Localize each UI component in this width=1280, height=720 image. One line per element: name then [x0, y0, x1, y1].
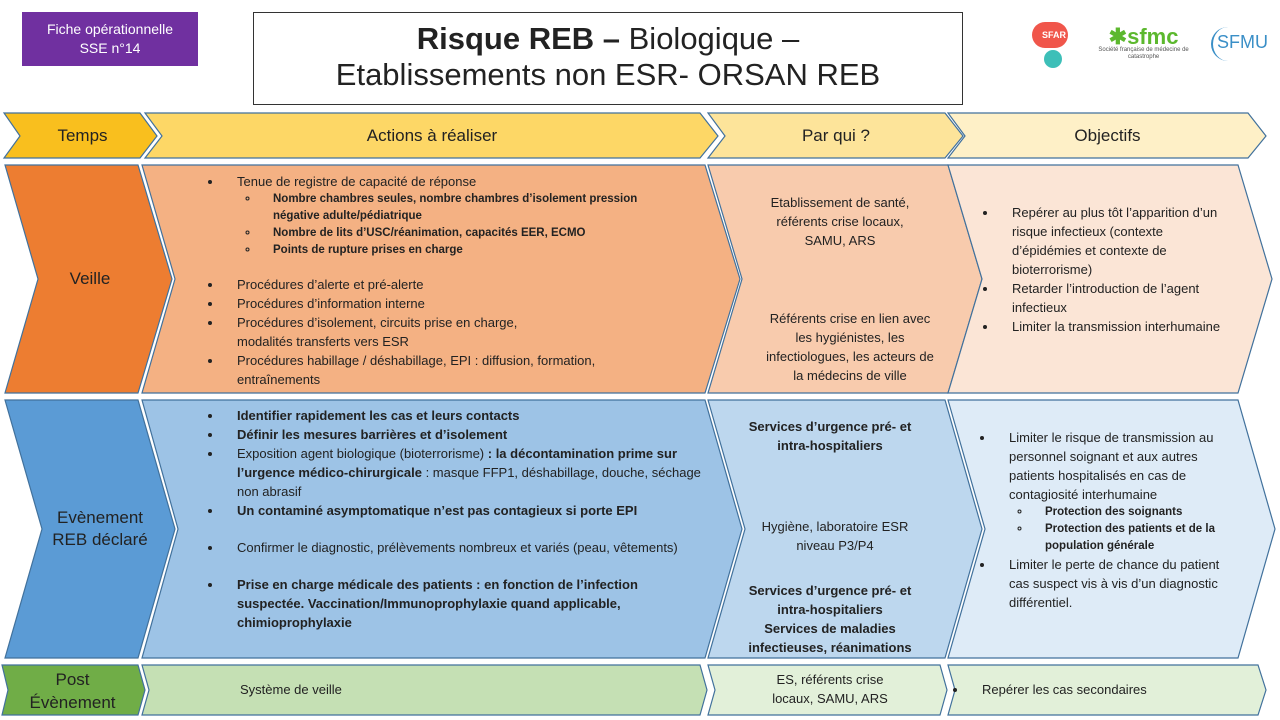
sfmu-logo: SFMU: [1211, 26, 1268, 61]
badge-line1: Fiche opérationnelle: [46, 21, 174, 37]
evenement-parqui-4: Services de maladies infectieuses, réani…: [748, 621, 912, 655]
header-temps: Temps: [57, 125, 108, 145]
evenement-subobjectif: Protection des soignants: [1031, 504, 1222, 521]
evenement-objectif: Limiter le perte de chance du patient ca…: [995, 555, 1222, 612]
veille-objectif: Repérer au plus tôt l’apparition d’un ri…: [998, 203, 1230, 279]
evenement-objectif: Limiter le risque de transmission au per…: [995, 428, 1222, 555]
evenement-action: Prise en charge médicale des patients : …: [223, 575, 705, 632]
evenement-objectifs: Limiter le risque de transmission au per…: [977, 428, 1222, 612]
veille-action: Procédures d’isolement, circuits prise e…: [223, 313, 557, 351]
evenement-actions: Identifier rapidement les cas et leurs c…: [205, 406, 705, 632]
veille-action: Tenue de registre de capacité de réponse…: [223, 172, 675, 259]
header-temps-shape: [2, 112, 158, 159]
header-actions: Actions à réaliser: [366, 125, 498, 145]
veille-parqui-1: Etablissement de santé, référents crise …: [770, 195, 910, 248]
evenement-action: Identifier rapidement les cas et leurs c…: [223, 406, 705, 425]
page-title: Risque REB – Biologique – Etablissements…: [253, 12, 963, 105]
evenement-subobjectif: Protection des patients et de la populat…: [1031, 521, 1222, 555]
header-actions-shape: [143, 112, 719, 159]
evenement-parqui-1: Services d’urgence pré- et intra-hospita…: [748, 419, 912, 453]
veille-subaction: Nombre chambres seules, nombre chambres …: [259, 191, 675, 225]
badge-line2: SSE n°14: [79, 40, 141, 56]
post-actions: Système de veille: [240, 682, 342, 697]
veille-parqui-2: Référents crise en lien avec les hygiéni…: [766, 311, 934, 383]
veille-action: Procédures habillage / déshabillage, EPI…: [223, 351, 675, 389]
veille-actions: Tenue de registre de capacité de réponse…: [205, 172, 675, 389]
title-rest: Biologique –: [620, 21, 800, 56]
veille-action: Procédures d’information interne: [223, 294, 675, 313]
veille-objectif: Retarder l’introduction de l’agent infec…: [998, 279, 1230, 317]
sfar-logo: SFAR: [1028, 20, 1076, 68]
header-objectifs-shape: [946, 112, 1267, 159]
evenement-action: Un contaminé asymptomatique n’est pas co…: [223, 501, 705, 520]
veille-objectifs: Repérer au plus tôt l’apparition d’un ri…: [980, 203, 1230, 336]
veille-objectif: Limiter la transmission interhumaine: [998, 317, 1230, 336]
evenement-parqui-2: Hygiène, laboratoire ESR niveau P3/P4: [761, 519, 909, 553]
title-line2: Etablissements non ESR- ORSAN REB: [335, 57, 881, 92]
evenement-parqui-3: Services d’urgence pré- et intra-hospita…: [748, 583, 912, 617]
evenement-action: Définir les mesures barrières et d’isole…: [223, 425, 705, 444]
veille-action: Procédures d’alerte et pré-alerte: [223, 275, 675, 294]
header-parqui: Par qui ?: [801, 125, 871, 145]
title-bold: Risque REB –: [416, 21, 621, 56]
evenement-action: Confirmer le diagnostic, prélèvements no…: [223, 538, 705, 557]
post-objectifs: Repérer les cas secondaires: [950, 680, 1240, 699]
evenement-action: Exposition agent biologique (bioterroris…: [223, 444, 705, 501]
post-parqui: ES, référents crise locaux, SAMU, ARS: [772, 672, 888, 706]
row-label-veille: Veille: [69, 269, 111, 288]
veille-subaction: Nombre de lits d’USC/réanimation, capaci…: [259, 225, 675, 242]
veille-subaction: Points de rupture prises en charge: [259, 242, 675, 259]
fiche-badge: Fiche opérationnelle SSE n°14: [22, 12, 198, 66]
post-objectif: Repérer les cas secondaires: [968, 680, 1240, 699]
header-parqui-shape: [706, 112, 964, 159]
header-objectifs: Objectifs: [1074, 125, 1141, 145]
